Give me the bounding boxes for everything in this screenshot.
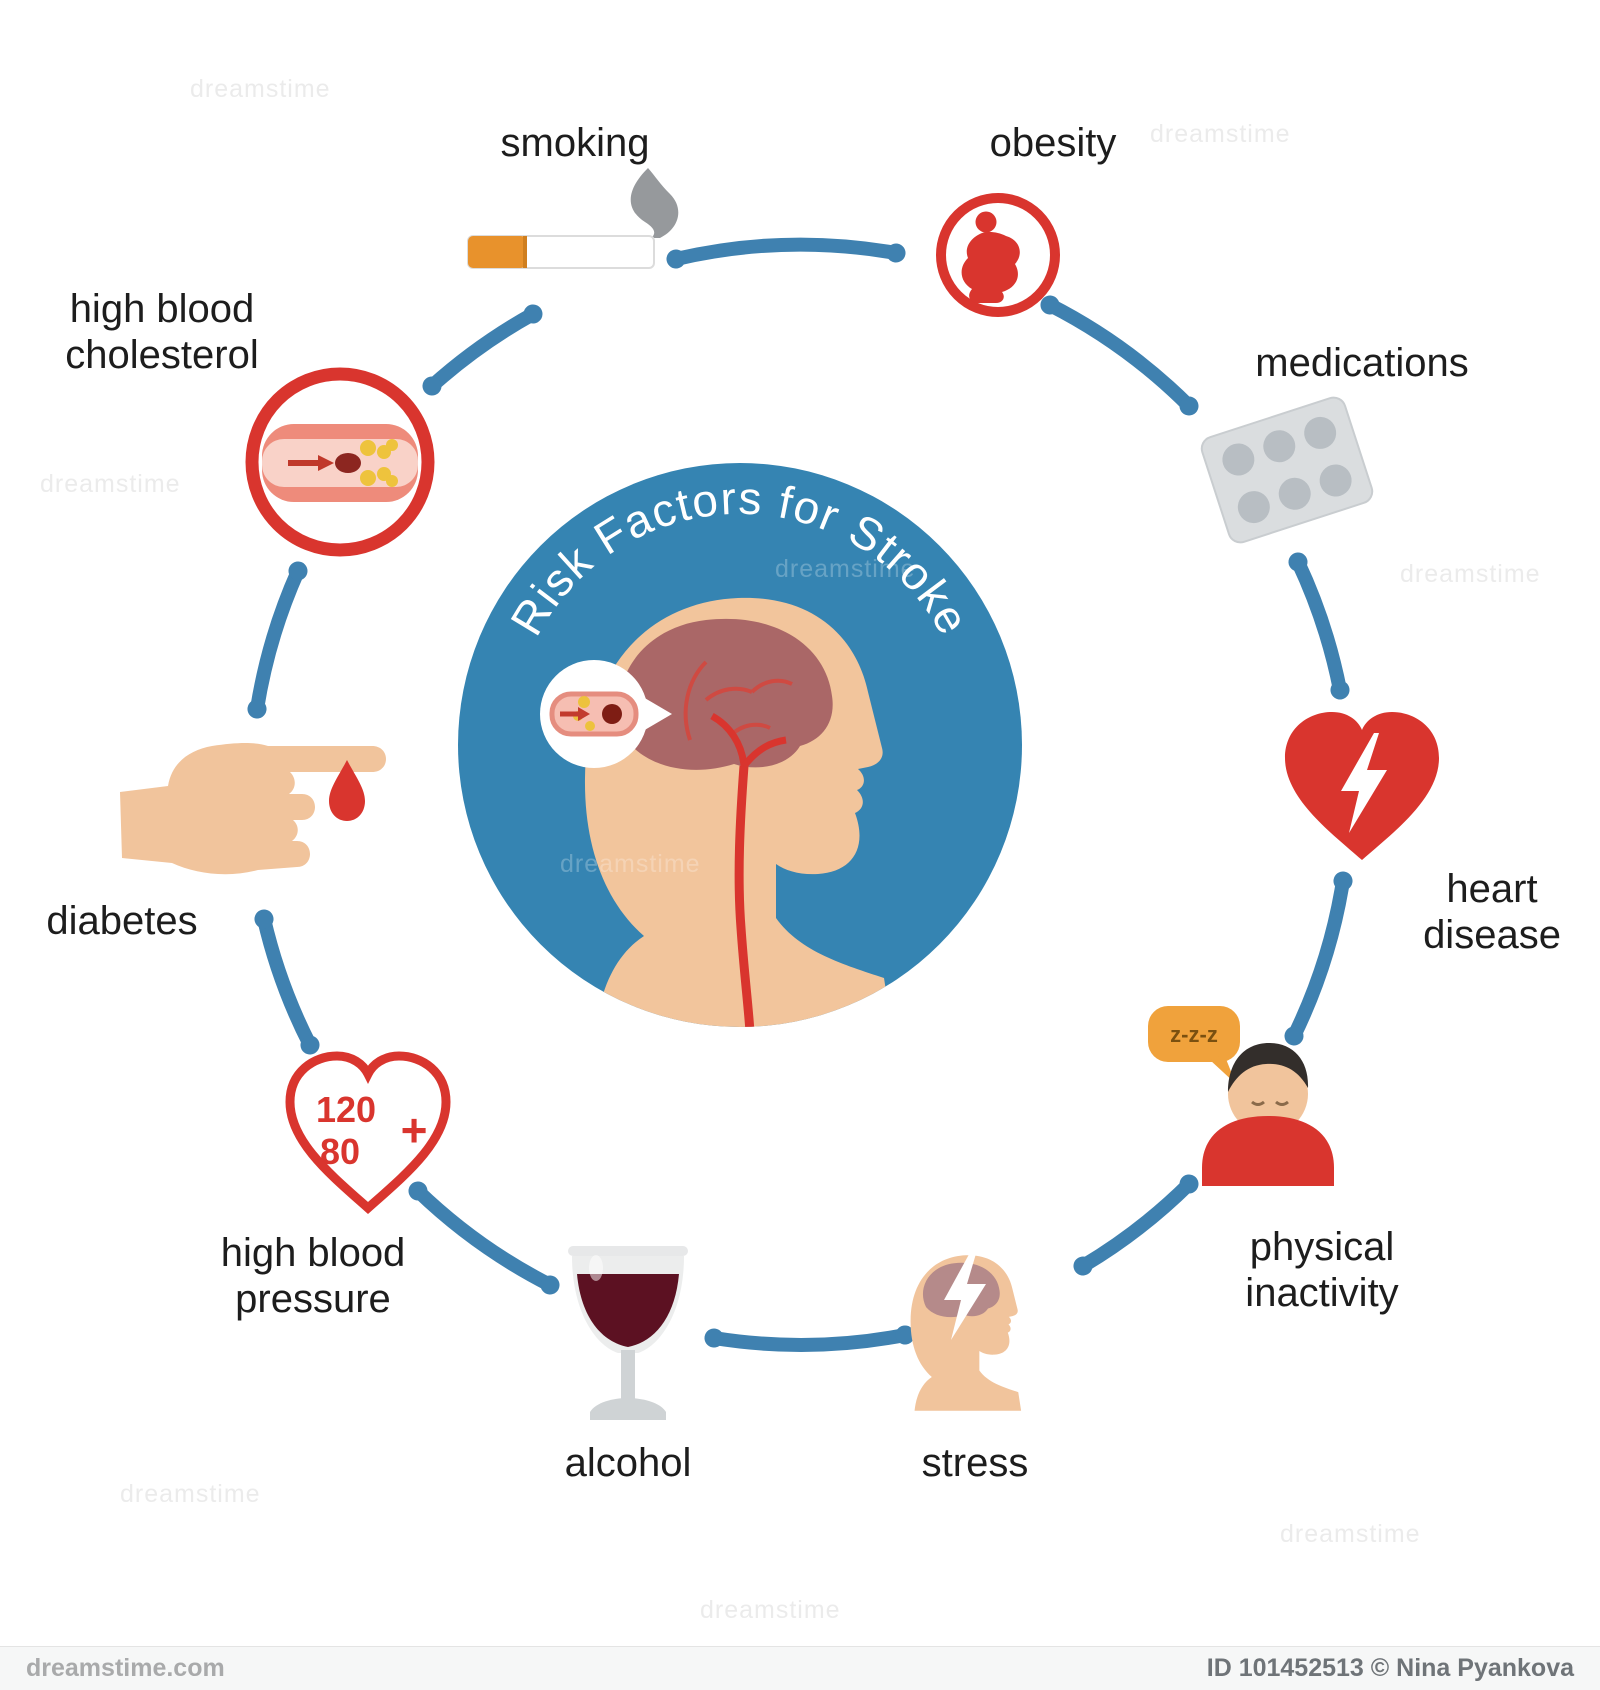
clot-icon: [335, 453, 361, 473]
connector-arc: [247, 561, 308, 719]
label-medications: medications: [1255, 341, 1469, 385]
footer-credit: ID 101452513 © Nina Pyankova: [1206, 1654, 1574, 1682]
closed-eyes-icon: [1251, 1100, 1289, 1106]
label-diabetes: diabetes: [46, 899, 198, 943]
magnifier-artery-icon: [540, 660, 672, 768]
center-circle: Risk Factors for Stroke: [458, 463, 1022, 1027]
smoke-icon: [630, 168, 679, 238]
lightning-icon: [1341, 733, 1387, 833]
label-obesity: obesity: [989, 121, 1117, 165]
connector-ring: [247, 237, 1353, 1352]
stress-icon: [910, 1247, 1022, 1411]
heart-disease-icon: [1285, 712, 1439, 860]
diabetes-icon: [120, 743, 386, 875]
head-illustration: [584, 597, 892, 1027]
bp-systolic: 120: [316, 1089, 376, 1130]
label-physical-inactivity: physical inactivity: [1245, 1225, 1399, 1316]
blood-drop-icon: [329, 760, 365, 821]
footer-site: dreamstime.com: [26, 1654, 225, 1682]
lightning-icon: [944, 1247, 986, 1340]
label-stress: stress: [921, 1441, 1029, 1485]
connector-arc: [422, 304, 543, 396]
connector-arc: [1073, 1174, 1199, 1276]
footer-bar: dreamstime.com ID 101452513 © Nina Pyank…: [0, 1646, 1600, 1690]
connector-arc: [704, 1325, 915, 1352]
medications-icon: [1200, 396, 1374, 544]
label-high-blood-cholesterol: high blood cholesterol: [65, 287, 259, 378]
connector-arc: [1284, 871, 1353, 1046]
label-heart-disease: heart disease: [1423, 867, 1561, 958]
label-high-blood-pressure: high blood pressure: [220, 1231, 406, 1322]
connector-arc: [254, 909, 320, 1055]
sleep-text: z-z-z: [1170, 1022, 1218, 1047]
bp-plus: +: [401, 1104, 428, 1156]
label-alcohol: alcohol: [564, 1441, 692, 1485]
blood-pressure-icon: 120 80 +: [285, 1051, 451, 1215]
connector-arc: [408, 1181, 560, 1295]
bp-diastolic: 80: [320, 1131, 360, 1172]
artery-icon: [710, 712, 787, 1027]
plaque-icon: [360, 439, 398, 487]
alcohol-icon: [568, 1246, 688, 1420]
label-smoking: smoking: [500, 121, 650, 165]
cholesterol-icon: [245, 367, 435, 557]
smoking-icon: [467, 168, 679, 269]
physical-inactivity-icon: z-z-z: [1148, 1006, 1334, 1186]
connector-arc: [1288, 552, 1350, 700]
connector-arc: [1040, 295, 1199, 416]
connector-arc: [666, 237, 906, 269]
obesity-icon: [936, 193, 1060, 317]
